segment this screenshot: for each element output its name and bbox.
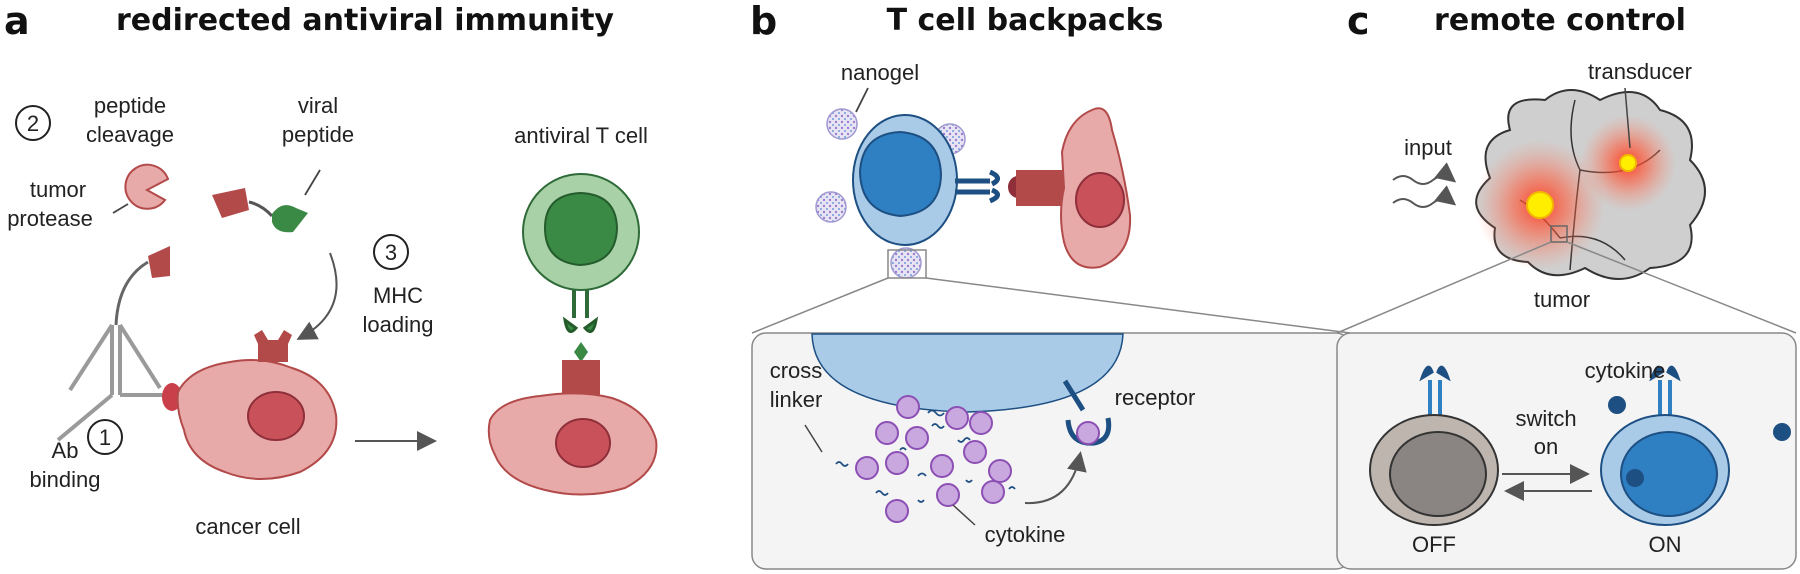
step-2-number: 2 [27,111,39,136]
zoom-box-b [887,249,927,279]
backpack-tcr [955,169,1000,204]
panel-a: a redirected antiviral immunity 2 peptid… [4,0,658,539]
label-binding: binding [30,467,101,492]
label-off: OFF [1412,532,1456,557]
protease-pointer [112,203,129,214]
panel-b-title: T cell backpacks [887,3,1164,38]
input-wave-1 [1392,162,1457,185]
step-2-circle [15,105,51,141]
label-on: ON [1649,532,1682,557]
panel-b: b T cell backpacks nanogel [750,0,1351,570]
cleaved-peptide-red [212,188,249,218]
panel-a-letter: a [4,0,30,43]
label-switch: switch [1515,406,1576,431]
zoom-line-left-c [1336,241,1552,334]
target-cancer-nucleus [555,418,611,468]
label-cleavage: cleavage [86,122,174,147]
label-ab: Ab [52,438,79,463]
peptide-linker [248,200,274,218]
panel-c-title: remote control [1434,3,1686,38]
antibody-linker [114,260,149,326]
label-input: input [1404,135,1452,160]
zoom-line-right-c [1566,241,1797,334]
t-cell-nucleus [543,191,619,267]
viral-peptide-shape [272,205,308,233]
label-receptor: receptor [1115,385,1196,410]
zoom-line-right-b [925,277,1351,334]
bound-cytokine [1076,421,1100,445]
panel-c: c remote control transducer input tumor [1336,0,1797,570]
mhc-loading-arrow [296,252,338,340]
zoom-box-c [1550,225,1568,243]
transducer-small [1619,154,1637,172]
label-viral: viral [298,93,338,118]
cytokine-b-pointer [952,504,976,526]
transducer-large [1526,191,1554,219]
zoom-line-left-b [751,277,889,334]
cross-linker-pointer [804,424,823,453]
t-cell-backpack-nucleus [858,130,943,218]
tumor-protease-shape [124,163,170,210]
panel-a-title: redirected antiviral immunity [116,3,614,38]
antibody [56,323,168,442]
released-cytokine-3 [1773,423,1791,441]
release-arrow [1024,451,1087,505]
step-3-number: 3 [385,240,397,265]
label-tumor: tumor [30,177,86,202]
label-viral-peptide: peptide [282,122,354,147]
label-cancer-cell: cancer cell [195,514,300,539]
nanogel-pointer [855,87,869,113]
step-1-number: 1 [99,425,111,450]
label-cytokine-c: cytokine [1585,358,1666,383]
label-peptide: peptide [94,93,166,118]
panel-c-letter: c [1347,0,1370,43]
label-cytokine-b: cytokine [985,522,1066,547]
label-on-switch: on [1534,434,1558,459]
cytokine-cluster [855,395,1012,523]
label-nanogel: nanogel [841,60,919,85]
mhc-empty [254,330,292,362]
input-wave-2 [1392,185,1457,208]
panel-b-letter: b [750,0,777,43]
backpack-mhc [1016,170,1064,206]
label-loading: loading [363,312,434,337]
released-cytokine-1 [1608,396,1626,414]
step-3-circle [373,234,409,270]
step-1-circle [87,419,123,455]
label-linker: linker [770,387,823,412]
label-cross: cross [770,358,823,383]
antibody-peptide [148,246,170,278]
label-transducer: transducer [1588,59,1692,84]
crosslinkers [835,409,1016,503]
viral-peptide-pointer [304,169,321,196]
transducer-pointer [1624,87,1631,149]
on-cell [1600,365,1730,526]
label-mhc: MHC [373,283,423,308]
backpack-cancer-nucleus [1075,172,1125,228]
cancer-cell-nucleus [247,391,305,441]
released-cytokine-2 [1626,469,1644,487]
label-antiviral-t-cell: antiviral T cell [514,123,648,148]
loaded-viral-peptide [574,342,588,362]
off-cell [1369,365,1499,526]
label-protease: protease [7,206,93,231]
label-tumor-c: tumor [1534,287,1590,312]
tcr-head [562,316,599,334]
